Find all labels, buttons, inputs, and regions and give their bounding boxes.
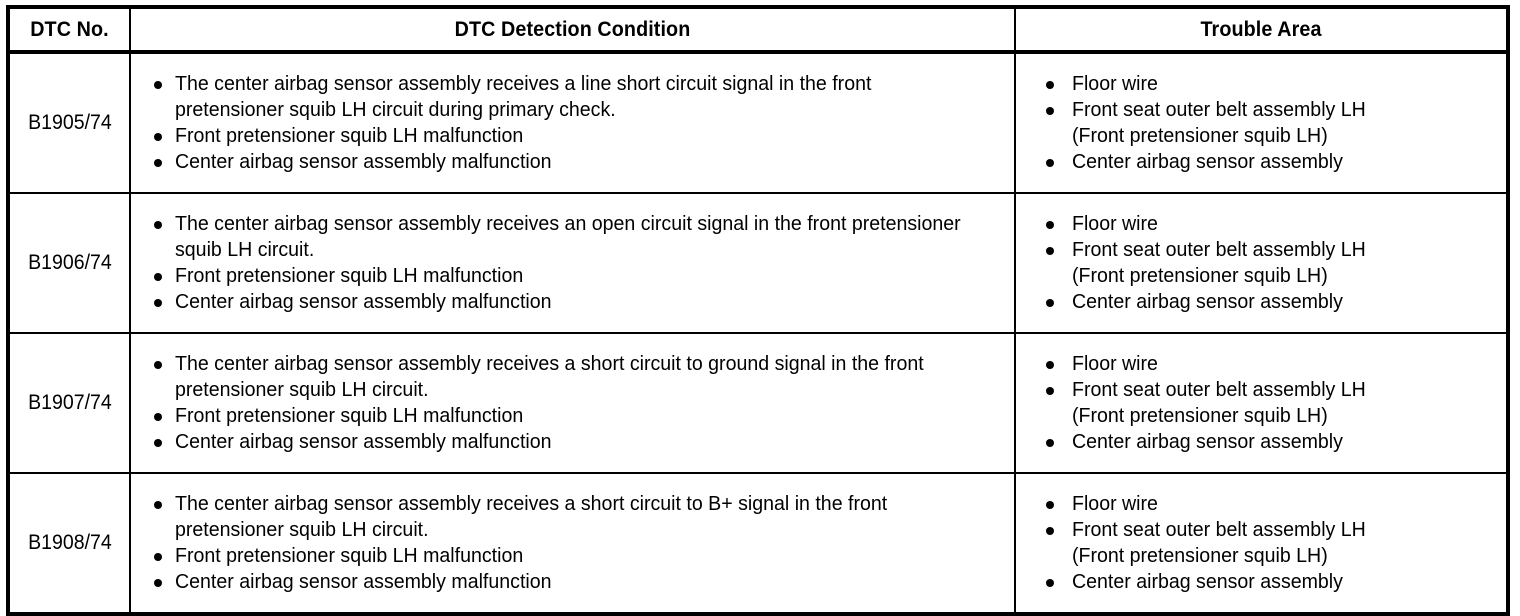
list-item: Front pretensioner squib LH malfunction — [131, 543, 1014, 569]
list-item-text: Front pretensioner squib LH malfunction — [175, 544, 524, 567]
dtc-table-container: DTC No. DTC Detection Condition Trouble … — [6, 5, 1510, 616]
list-item: Front seat outer belt assembly LH (Front… — [1016, 97, 1506, 149]
list-item: Front seat outer belt assembly LH (Front… — [1016, 237, 1506, 289]
dtc-no-cell: B1907/74 — [7, 332, 131, 474]
detection-condition-list: The center airbag sensor assembly receiv… — [131, 351, 1014, 455]
detection-condition-list: The center airbag sensor assembly receiv… — [131, 211, 1014, 315]
list-item-text: The center airbag sensor assembly receiv… — [175, 212, 961, 261]
list-item: Front pretensioner squib LH malfunction — [131, 403, 1014, 429]
list-item-text: Center airbag sensor assembly — [1072, 150, 1343, 173]
list-item-text: Floor wire — [1072, 212, 1158, 235]
list-item: Floor wire — [1016, 71, 1506, 97]
list-item-text: Center airbag sensor assembly malfunctio… — [175, 150, 552, 173]
list-item-text: Front seat outer belt assembly LH (Front… — [1072, 518, 1366, 567]
table-row: B1906/74 The center airbag sensor assembl… — [7, 192, 1509, 334]
column-header-trouble-area-label: Trouble Area — [1200, 18, 1322, 41]
table-row: B1908/74 The center airbag sensor assembl… — [7, 472, 1509, 615]
table-row: B1907/74 The center airbag sensor assembl… — [7, 332, 1509, 474]
list-item-text: Center airbag sensor assembly malfunctio… — [175, 290, 552, 313]
list-item: Center airbag sensor assembly malfunctio… — [131, 569, 1014, 595]
list-item: Center airbag sensor assembly — [1016, 429, 1506, 455]
list-item-text: Floor wire — [1072, 492, 1158, 515]
list-item: The center airbag sensor assembly receiv… — [131, 211, 1014, 263]
dtc-no-cell: B1905/74 — [7, 51, 131, 194]
list-item: Center airbag sensor assembly — [1016, 569, 1506, 595]
dtc-no-value: B1905/74 — [27, 111, 112, 134]
list-item-text: Front pretensioner squib LH malfunction — [175, 264, 524, 287]
column-header-trouble-area: Trouble Area — [1028, 6, 1495, 54]
list-item: Front seat outer belt assembly LH (Front… — [1016, 377, 1506, 429]
list-item-text: Center airbag sensor assembly malfunctio… — [175, 570, 552, 593]
list-item-text: Center airbag sensor assembly — [1072, 430, 1343, 453]
list-item-text: Center airbag sensor assembly — [1072, 570, 1343, 593]
list-item: Floor wire — [1016, 351, 1506, 377]
list-item: Front seat outer belt assembly LH (Front… — [1016, 517, 1506, 569]
list-item: Center airbag sensor assembly malfunctio… — [131, 429, 1014, 455]
column-header-dtc-no-label: DTC No. — [30, 18, 109, 41]
detection-condition-list: The center airbag sensor assembly receiv… — [131, 491, 1014, 595]
list-item: Center airbag sensor assembly — [1016, 289, 1506, 315]
list-item: Front pretensioner squib LH malfunction — [131, 263, 1014, 289]
list-item-text: Front pretensioner squib LH malfunction — [175, 404, 524, 427]
dtc-table: DTC No. DTC Detection Condition Trouble … — [6, 5, 1510, 616]
dtc-no-cell: B1906/74 — [7, 192, 131, 334]
list-item: Center airbag sensor assembly malfunctio… — [131, 289, 1014, 315]
list-item: Floor wire — [1016, 211, 1506, 237]
list-item-text: Center airbag sensor assembly malfunctio… — [175, 430, 552, 453]
detection-condition-cell: The center airbag sensor assembly receiv… — [129, 332, 1016, 474]
list-item-text: Front seat outer belt assembly LH (Front… — [1072, 98, 1366, 147]
column-header-dtc-no: DTC No. — [10, 6, 128, 54]
table-row: B1905/74 The center airbag sensor assembl… — [7, 51, 1509, 194]
table-header-row: DTC No. DTC Detection Condition Trouble … — [8, 6, 1508, 54]
list-item-text: Front pretensioner squib LH malfunction — [175, 124, 524, 147]
list-item: Center airbag sensor assembly — [1016, 149, 1506, 175]
list-item-text: Center airbag sensor assembly — [1072, 290, 1343, 313]
dtc-no-value: B1906/74 — [27, 251, 112, 274]
detection-condition-list: The center airbag sensor assembly receiv… — [131, 71, 1014, 175]
detection-condition-cell: The center airbag sensor assembly receiv… — [129, 472, 1016, 615]
dtc-no-cell: B1908/74 — [7, 472, 131, 615]
dtc-no-value: B1907/74 — [27, 391, 112, 414]
list-item-text: The center airbag sensor assembly receiv… — [175, 72, 872, 121]
list-item: Front pretensioner squib LH malfunction — [131, 123, 1014, 149]
column-header-dtc-detection-condition: DTC Detection Condition — [155, 6, 990, 54]
detection-condition-cell: The center airbag sensor assembly receiv… — [129, 192, 1016, 334]
list-item-text: Front seat outer belt assembly LH (Front… — [1072, 378, 1366, 427]
list-item: Floor wire — [1016, 491, 1506, 517]
list-item: The center airbag sensor assembly receiv… — [131, 491, 1014, 543]
list-item: The center airbag sensor assembly receiv… — [131, 71, 1014, 123]
list-item: The center airbag sensor assembly receiv… — [131, 351, 1014, 403]
column-header-dtc-detection-condition-label: DTC Detection Condition — [454, 18, 691, 41]
list-item-text: The center airbag sensor assembly receiv… — [175, 352, 924, 401]
detection-condition-cell: The center airbag sensor assembly receiv… — [129, 51, 1016, 194]
list-item-text: Front seat outer belt assembly LH (Front… — [1072, 238, 1366, 287]
list-item: Center airbag sensor assembly malfunctio… — [131, 149, 1014, 175]
list-item-text: The center airbag sensor assembly receiv… — [175, 492, 888, 541]
list-item-text: Floor wire — [1072, 72, 1158, 95]
dtc-no-value: B1908/74 — [27, 531, 112, 554]
list-item-text: Floor wire — [1072, 352, 1158, 375]
